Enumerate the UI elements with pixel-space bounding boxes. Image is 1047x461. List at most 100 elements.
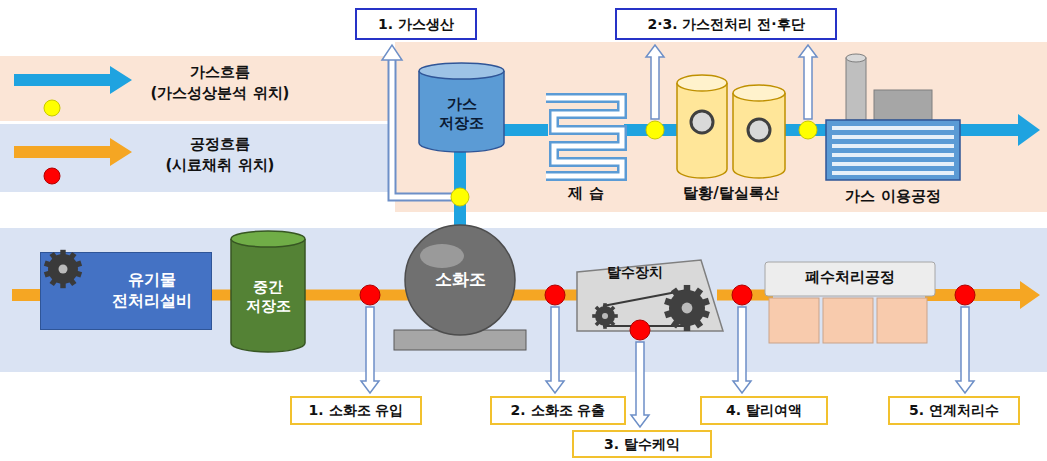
dewatering-unit: 탈수장치 (575, 258, 725, 335)
process-flow-arrow (925, 281, 1040, 309)
node-label: 가스 저장조 (433, 95, 491, 134)
legend-panel (0, 56, 388, 121)
callout-label: 1. 소화조 유입 (309, 401, 404, 419)
gas-flow-arrow (955, 114, 1040, 146)
callout-box: 2·3. 가스전처리 전·후단 (615, 8, 837, 40)
leader-arrowhead (382, 45, 402, 60)
gear-body (669, 290, 705, 326)
leader-arrow (799, 45, 817, 119)
pretreatment-box: 유기물 전처리설비 (40, 252, 212, 330)
plant-top (765, 262, 935, 296)
leader-arrow (631, 342, 649, 427)
leader-arrow (956, 307, 974, 393)
sampling-dot (630, 320, 650, 340)
gear-symbol (44, 250, 82, 288)
callout-box: 2. 소화조 유출 (490, 396, 626, 425)
cylinder-body (231, 239, 305, 352)
cylinder-top (419, 63, 504, 79)
callout-label: 1. 가스생산 (378, 15, 454, 33)
gear-symbol (592, 303, 618, 329)
legend-panel (0, 124, 388, 192)
callout-label: 2·3. 가스전처리 전·후단 (647, 15, 804, 33)
legend-label: 가스흐름 (가스성상분석 위치) (145, 62, 295, 104)
node-label: 폐수처리공정 (805, 268, 895, 288)
engine (874, 90, 932, 120)
wastewater-plant: 폐수처리공정 (765, 262, 935, 345)
gear-hub (59, 265, 68, 274)
cylinder-top (733, 85, 785, 101)
stack-top (846, 54, 866, 62)
drawing-part (733, 85, 785, 178)
gas-utilization-unit-drawing (818, 50, 968, 210)
cylinder-body (677, 83, 727, 178)
gas-analysis-dot (646, 121, 664, 139)
housing-stripe (832, 153, 954, 157)
cylinder-top (677, 75, 727, 91)
stack (846, 58, 866, 120)
callout-label: 4. 탈리여액 (726, 401, 802, 419)
cylinder-top (231, 231, 305, 247)
node-label: 가스 이용공정 (845, 187, 940, 207)
callout-label: 3. 탈수케익 (604, 435, 680, 453)
treatment-tank (769, 298, 819, 343)
gear-hub (602, 313, 608, 319)
callout-label: 5. 연계처리수 (909, 401, 999, 419)
callout-box: 1. 가스생산 (355, 8, 477, 40)
node-label: 유기물 전처리설비 (100, 270, 204, 312)
sample-leaders (361, 45, 974, 427)
housing-stripe (832, 135, 954, 139)
utilization-housing (826, 120, 960, 180)
digester-tank: 소화조 (400, 222, 520, 352)
dehumidifier-unit: 제 습 (540, 88, 632, 205)
callout-box: 4. 탈리여액 (700, 396, 828, 425)
callout-label: 2. 소화조 유출 (511, 401, 606, 419)
treatment-tank (823, 298, 873, 343)
gas-flow-line (454, 146, 466, 228)
housing-stripe (832, 126, 954, 130)
callout-box: 5. 연계처리수 (888, 396, 1020, 425)
housing-stripe (832, 162, 954, 166)
vessel (677, 75, 727, 178)
leader-arrow (546, 307, 564, 393)
gas-storage-tank: 가스 저장조 (418, 62, 505, 152)
gear-body (595, 306, 615, 326)
legend-process-dot (44, 168, 60, 184)
coil-pipe (546, 98, 622, 176)
callout-box: 1. 소화조 유입 (290, 396, 422, 425)
housing-stripe (832, 144, 954, 148)
node-label: 소화조 (435, 268, 486, 290)
legend-label: 공정흐름 (시료채취 위치) (162, 134, 278, 176)
leader-arrow (733, 307, 751, 393)
coil-pipe (546, 98, 622, 176)
leader-arrow (361, 307, 379, 393)
gas-utilization-unit: 가스 이용공정 (818, 50, 968, 210)
buffer-tank: 중간 저장조 (230, 230, 306, 352)
sampling-dot (732, 285, 752, 305)
dewatering-housing (577, 260, 723, 331)
leader-arrow (646, 45, 664, 119)
process-flow-line (298, 290, 408, 301)
callout-box: 3. 탈수케익 (572, 430, 712, 458)
cylinder-body (733, 93, 785, 178)
vessel-window (691, 111, 713, 133)
legend-gas-arrow (14, 66, 132, 94)
gear-body (48, 254, 78, 284)
legend-process-arrow (14, 138, 132, 166)
gear-symbol (664, 285, 710, 331)
gas-analysis-dot (799, 121, 817, 139)
treatment-tank (877, 298, 927, 343)
node-label: 중간 저장조 (239, 278, 297, 317)
housing-stripe (832, 171, 954, 175)
gas-analysis-dot (451, 188, 469, 206)
vessel-window (748, 119, 770, 141)
drawing-part (677, 75, 727, 178)
sphere-highlight (420, 244, 464, 268)
legend-gas-dot (44, 100, 60, 116)
cylinder-body (419, 71, 504, 152)
digester-sphere (405, 225, 515, 335)
process-band (0, 228, 1047, 372)
gas-band (395, 42, 1047, 212)
